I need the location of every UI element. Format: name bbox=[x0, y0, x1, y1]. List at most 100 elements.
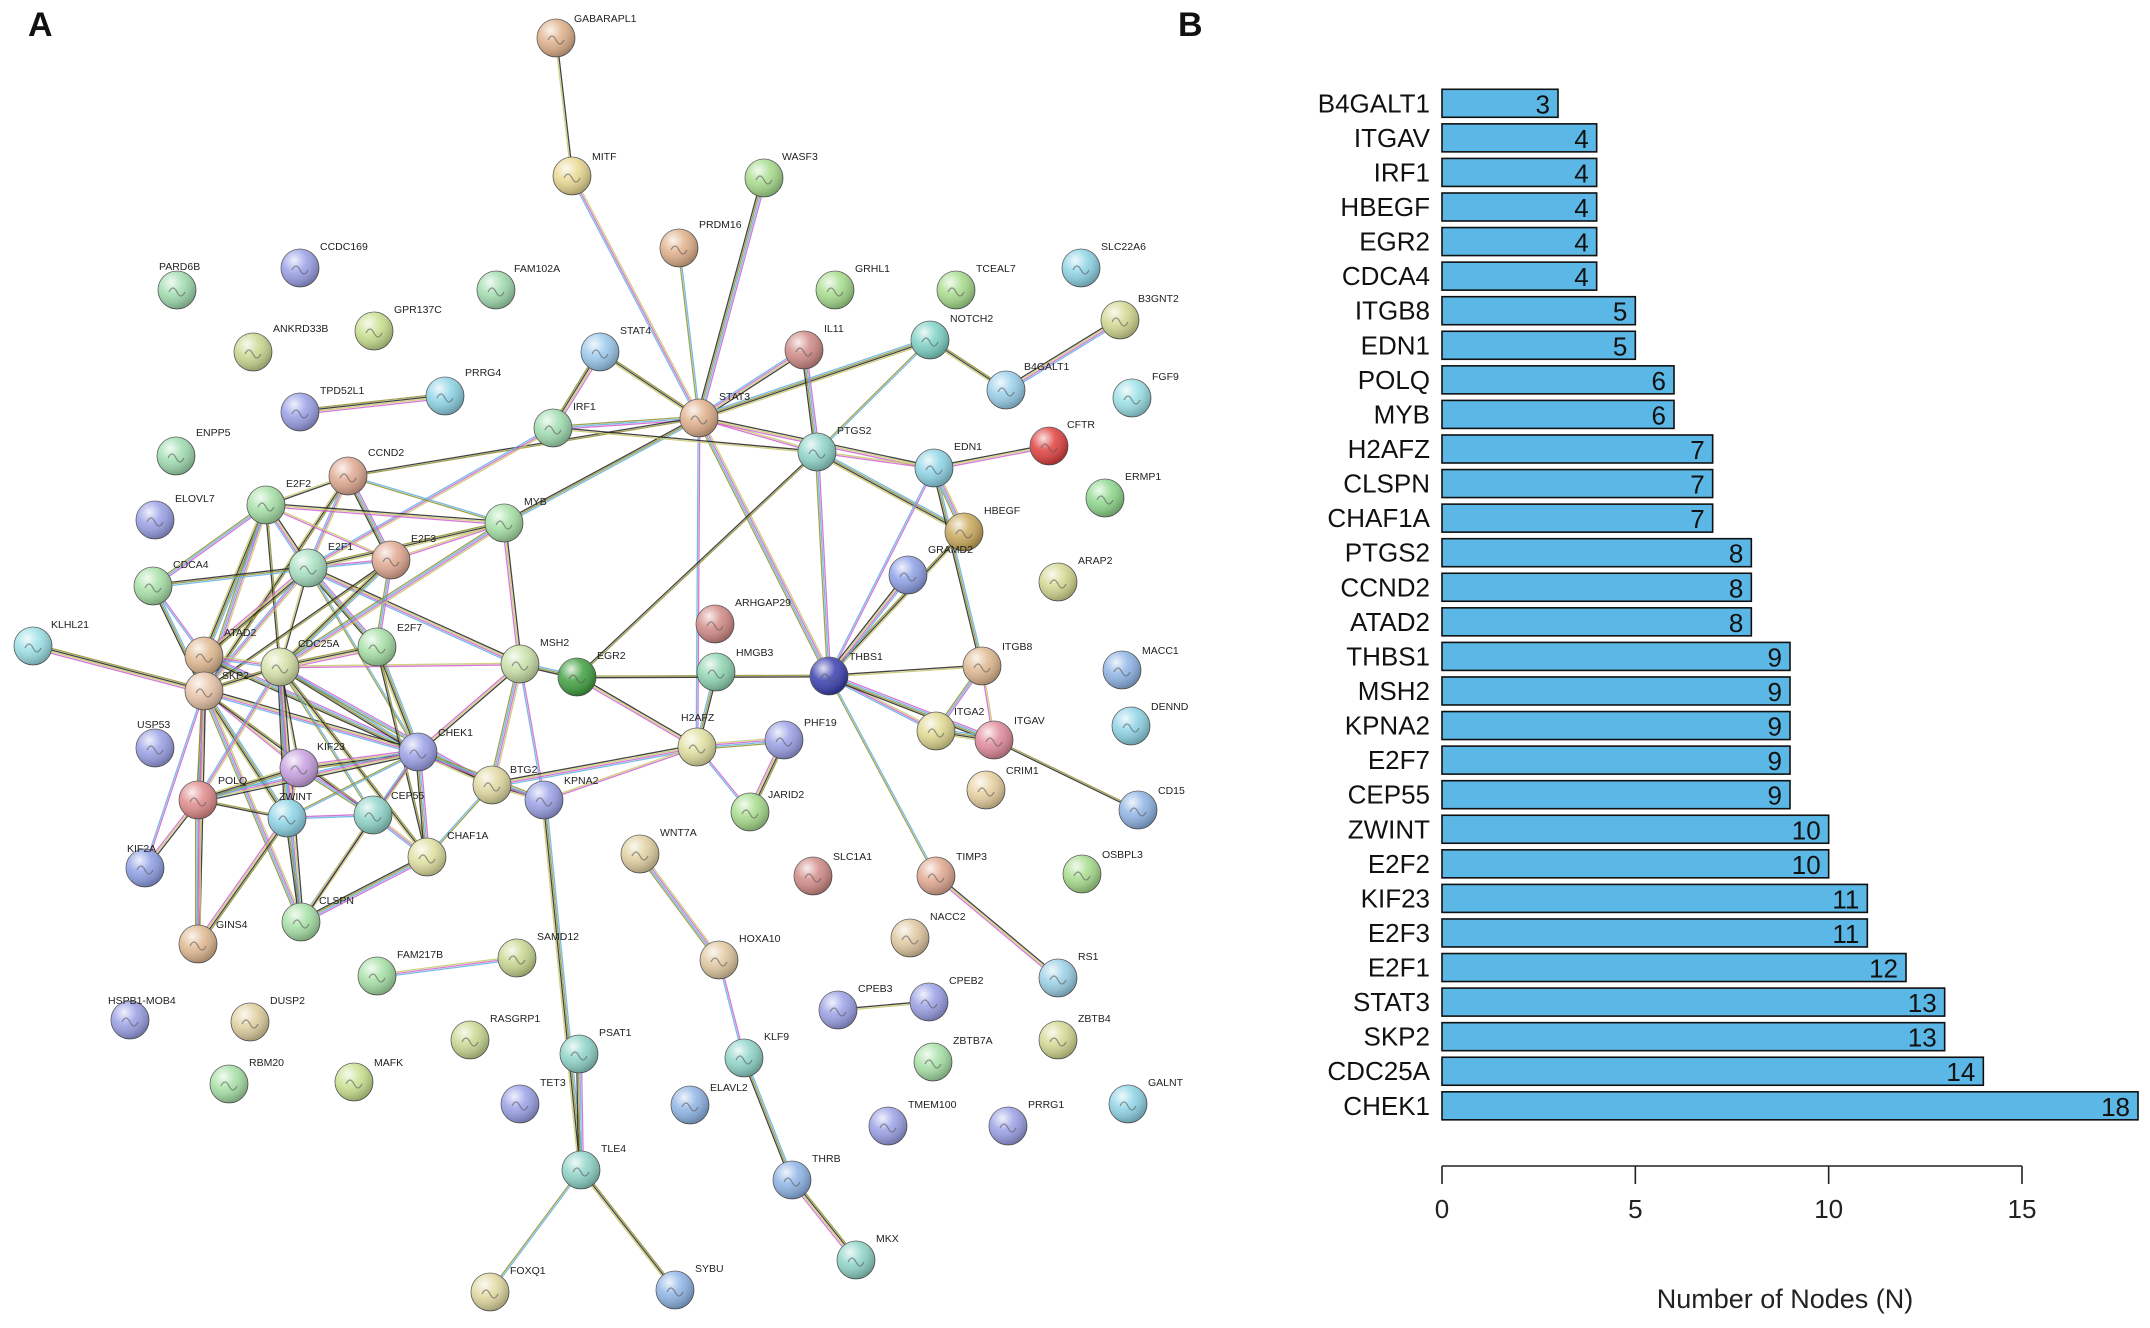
node-osbpl3[interactable]: OSBPL3 bbox=[1062, 849, 1143, 894]
node-slc22a6[interactable]: SLC22A6 bbox=[1061, 241, 1146, 288]
bar-skp2[interactable] bbox=[1441, 1021, 1946, 1052]
bar-clspn[interactable] bbox=[1441, 468, 1714, 499]
node-ccdc169[interactable]: CCDC169 bbox=[280, 241, 368, 288]
node-samd12[interactable]: SAMD12 bbox=[497, 931, 579, 978]
node-mitf[interactable]: MITF bbox=[552, 151, 617, 196]
node-itgb8[interactable]: ITGB8 bbox=[962, 641, 1033, 686]
node-gabarapl1[interactable]: GABARAPL1 bbox=[536, 13, 637, 58]
node-rs1[interactable]: RS1 bbox=[1038, 951, 1099, 998]
node-phf19[interactable]: PHF19 bbox=[764, 717, 837, 760]
node-e2f1[interactable]: E2F1 bbox=[288, 541, 353, 588]
node-arhgap29[interactable]: ARHGAP29 bbox=[695, 597, 791, 644]
node-dusp2[interactable]: DUSP2 bbox=[230, 995, 305, 1042]
node-e2f2[interactable]: E2F2 bbox=[246, 478, 311, 525]
bar-b4galt1[interactable] bbox=[1441, 88, 1559, 119]
node-tpd52l1[interactable]: TPD52L1 bbox=[280, 385, 365, 432]
node-pard6b[interactable]: PARD6B bbox=[157, 261, 200, 310]
node-ccnd2[interactable]: CCND2 bbox=[328, 447, 404, 496]
node-itgav[interactable]: ITGAV bbox=[974, 715, 1045, 760]
node-usp53[interactable]: USP53 bbox=[135, 719, 175, 768]
node-klhl21[interactable]: KLHL21 bbox=[13, 619, 89, 666]
bar-thbs1[interactable] bbox=[1441, 641, 1791, 672]
bar-kpna2[interactable] bbox=[1441, 710, 1791, 741]
node-chek1[interactable]: CHEK1 bbox=[398, 727, 473, 772]
node-mafk[interactable]: MAFK bbox=[334, 1057, 403, 1102]
node-elavl2[interactable]: ELAVL2 bbox=[670, 1082, 748, 1125]
bar-polq[interactable] bbox=[1441, 365, 1675, 395]
node-ermp1[interactable]: ERMP1 bbox=[1085, 471, 1161, 518]
bar-stat3[interactable] bbox=[1441, 987, 1946, 1017]
node-hoxa10[interactable]: HOXA10 bbox=[699, 933, 781, 980]
bar-e2f2[interactable] bbox=[1441, 849, 1830, 879]
node-ptgs2[interactable]: PTGS2 bbox=[797, 425, 872, 472]
node-myb[interactable]: MYB bbox=[484, 496, 547, 543]
bar-atad2[interactable] bbox=[1441, 607, 1753, 637]
node-edn1[interactable]: EDN1 bbox=[914, 441, 982, 488]
node-stat4[interactable]: STAT4 bbox=[580, 325, 651, 372]
node-polq[interactable]: POLQ bbox=[178, 775, 247, 820]
node-b3gnt2[interactable]: B3GNT2 bbox=[1100, 293, 1179, 340]
node-crim1[interactable]: CRIM1 bbox=[966, 765, 1039, 810]
bar-chaf1a[interactable] bbox=[1441, 503, 1714, 533]
node-prrg1[interactable]: PRRG1 bbox=[988, 1099, 1064, 1146]
bar-zwint[interactable] bbox=[1441, 814, 1830, 845]
node-arap2[interactable]: ARAP2 bbox=[1038, 555, 1113, 602]
node-cpeb2[interactable]: CPEB2 bbox=[909, 975, 984, 1022]
node-msh2[interactable]: MSH2 bbox=[500, 637, 569, 684]
node-rbm20[interactable]: RBM20 bbox=[209, 1057, 284, 1104]
bar-msh2[interactable] bbox=[1441, 676, 1791, 706]
node-e2f3[interactable]: E2F3 bbox=[371, 533, 436, 580]
node-psat1[interactable]: PSAT1 bbox=[559, 1027, 632, 1074]
node-atad2[interactable]: ATAD2 bbox=[184, 627, 256, 676]
node-galnt[interactable]: GALNT bbox=[1108, 1077, 1184, 1124]
node-gramd2[interactable]: GRAMD2 bbox=[888, 544, 973, 595]
node-sybu[interactable]: SYBU bbox=[655, 1263, 724, 1310]
node-chaf1a[interactable]: CHAF1A bbox=[407, 830, 488, 877]
node-cdca4[interactable]: CDCA4 bbox=[133, 559, 209, 606]
node-b4galt1[interactable]: B4GALT1 bbox=[986, 361, 1069, 410]
node-il11[interactable]: IL11 bbox=[784, 323, 844, 370]
node-grhl1[interactable]: GRHL1 bbox=[815, 263, 890, 310]
bar-e2f7[interactable] bbox=[1441, 745, 1791, 775]
node-foxq1[interactable]: FOXQ1 bbox=[470, 1265, 546, 1312]
node-ankrd33b[interactable]: ANKRD33B bbox=[233, 323, 328, 372]
node-kpna2[interactable]: KPNA2 bbox=[524, 775, 599, 820]
bar-irf1[interactable] bbox=[1441, 157, 1598, 188]
node-irf1[interactable]: IRF1 bbox=[533, 401, 596, 448]
node-slc1a1[interactable]: SLC1A1 bbox=[793, 851, 872, 896]
node-tet3[interactable]: TET3 bbox=[500, 1077, 566, 1124]
bar-kif23[interactable] bbox=[1441, 883, 1869, 914]
node-kif23[interactable]: KIF23 bbox=[279, 741, 345, 788]
node-jarid2[interactable]: JARID2 bbox=[730, 789, 804, 832]
bar-itgb8[interactable] bbox=[1441, 295, 1637, 326]
node-skp2[interactable]: SKP2 bbox=[184, 670, 249, 711]
node-fam217b[interactable]: FAM217B bbox=[357, 949, 443, 996]
node-elovl7[interactable]: ELOVL7 bbox=[135, 493, 215, 540]
node-hbegf[interactable]: HBEGF bbox=[944, 505, 1020, 552]
bar-myb[interactable] bbox=[1441, 399, 1675, 430]
node-itga2[interactable]: ITGA2 bbox=[916, 706, 985, 751]
bar-chek1[interactable] bbox=[1441, 1091, 2139, 1121]
node-kif2a[interactable]: KIF2A bbox=[125, 843, 165, 888]
node-klf9[interactable]: KLF9 bbox=[724, 1031, 789, 1078]
bar-itgav[interactable] bbox=[1441, 123, 1598, 153]
node-prdm16[interactable]: PRDM16 bbox=[659, 219, 742, 268]
node-gins4[interactable]: GINS4 bbox=[178, 919, 248, 964]
node-cdc25a[interactable]: CDC25A bbox=[260, 638, 339, 687]
bar-cdc25a[interactable] bbox=[1441, 1056, 1985, 1087]
bar-cdca4[interactable] bbox=[1441, 261, 1598, 291]
node-zwint[interactable]: ZWINT bbox=[267, 791, 313, 838]
bar-ccnd2[interactable] bbox=[1441, 572, 1753, 603]
node-fgf9[interactable]: FGF9 bbox=[1112, 371, 1179, 418]
bar-egr2[interactable] bbox=[1441, 226, 1598, 257]
bar-edn1[interactable] bbox=[1441, 330, 1637, 361]
node-zbtb7a[interactable]: ZBTB7A bbox=[913, 1035, 993, 1082]
node-wnt7a[interactable]: WNT7A bbox=[620, 827, 697, 874]
node-e2f7[interactable]: E2F7 bbox=[357, 622, 422, 667]
node-dennd[interactable]: DENND bbox=[1111, 701, 1189, 746]
bar-h2afz[interactable] bbox=[1441, 434, 1714, 464]
node-egr2[interactable]: EGR2 bbox=[557, 650, 626, 697]
node-gpr137c[interactable]: GPR137C bbox=[354, 304, 442, 351]
node-cftr[interactable]: CFTR bbox=[1029, 419, 1095, 466]
node-fam102a[interactable]: FAM102A bbox=[476, 263, 560, 310]
